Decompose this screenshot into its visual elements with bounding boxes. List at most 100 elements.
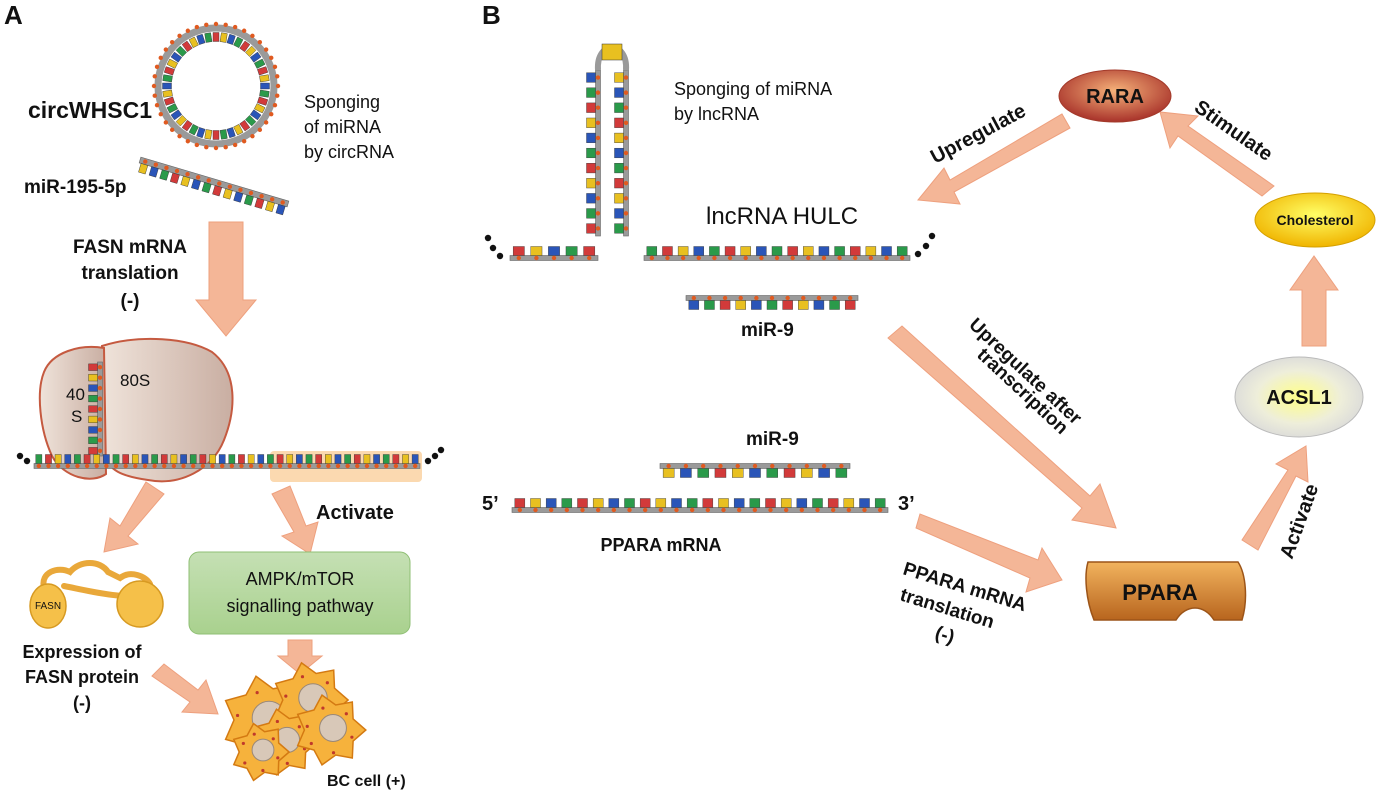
base xyxy=(54,454,62,464)
base xyxy=(141,454,149,464)
arrow-to-bc-from-fasn xyxy=(151,663,219,715)
base xyxy=(844,300,856,310)
phosphate xyxy=(162,463,167,469)
phosphate xyxy=(195,175,201,180)
base xyxy=(88,447,98,455)
phosphate xyxy=(97,375,103,380)
base xyxy=(88,395,98,403)
phosphate xyxy=(815,507,820,513)
phosphate xyxy=(412,463,418,469)
base xyxy=(238,454,245,464)
phosphate xyxy=(705,507,711,513)
base xyxy=(614,102,624,113)
bc-cell-granule xyxy=(350,735,354,739)
ring-base xyxy=(226,127,236,139)
phosphate xyxy=(785,295,790,301)
ring-phosphate xyxy=(223,145,228,150)
phosphate xyxy=(738,295,743,301)
circrna-label: circWHSC1 xyxy=(28,97,152,123)
phosphate xyxy=(142,463,148,469)
base xyxy=(680,468,692,478)
bc-cell-granule xyxy=(235,713,240,718)
cholesterol-label: Cholesterol xyxy=(1276,212,1353,228)
base xyxy=(782,300,793,310)
ring-base xyxy=(239,40,251,53)
base xyxy=(344,454,351,464)
bc-cell-cluster xyxy=(224,661,367,782)
ppara-mrna-label: PPARA mRNA xyxy=(600,535,721,555)
bc-cell-granule xyxy=(252,732,256,736)
phosphate xyxy=(595,211,601,216)
phosphate xyxy=(517,507,523,513)
phosphate xyxy=(533,507,538,513)
ring-base xyxy=(188,36,199,48)
ppara-mrna-strand xyxy=(511,498,889,513)
base xyxy=(577,498,588,508)
base xyxy=(614,193,624,204)
bc-cell-granule xyxy=(285,761,289,765)
ring-base xyxy=(162,82,172,90)
phosphate xyxy=(268,463,273,469)
ring-base xyxy=(212,130,220,140)
phosphate xyxy=(769,295,775,301)
base xyxy=(732,468,744,478)
phosphate xyxy=(649,255,655,261)
base xyxy=(714,468,727,478)
base xyxy=(373,454,380,464)
base xyxy=(275,204,286,216)
base xyxy=(850,246,861,256)
base xyxy=(180,175,191,187)
panel-a-letter: A xyxy=(4,0,23,30)
phosphate xyxy=(611,507,617,513)
ring-phosphate xyxy=(204,145,209,150)
base xyxy=(189,454,197,464)
lncrna-label: lncRNA HULC xyxy=(706,203,858,230)
phosphate xyxy=(683,463,689,469)
phosphate xyxy=(258,463,263,469)
phosphate xyxy=(837,255,842,261)
phosphate xyxy=(821,463,827,469)
phosphate xyxy=(623,120,629,126)
base xyxy=(803,246,814,256)
lncrna-hairpin xyxy=(586,43,630,237)
phosphate xyxy=(210,463,215,469)
phosphate xyxy=(227,184,233,189)
cholesterol-node xyxy=(1254,192,1376,248)
arrow-stimulate xyxy=(1159,111,1275,197)
base xyxy=(697,468,709,478)
ring-base xyxy=(163,66,175,76)
ring-base xyxy=(175,115,187,127)
base xyxy=(74,454,81,464)
phosphate xyxy=(97,448,103,453)
phosphate xyxy=(718,463,723,469)
bc-cell-granule xyxy=(309,741,313,746)
ring-base xyxy=(204,32,213,43)
ring-base xyxy=(162,74,173,83)
phosphate xyxy=(623,90,629,95)
bc-cell-granule xyxy=(331,751,336,755)
activate-label-a: Activate xyxy=(316,502,394,524)
phosphate xyxy=(868,255,874,261)
phosphate xyxy=(899,255,905,261)
bc-cell-granule xyxy=(271,737,275,741)
base xyxy=(305,454,313,464)
ring-base xyxy=(245,115,257,127)
phosphate xyxy=(393,463,399,469)
phosphate xyxy=(743,255,748,261)
ring-base xyxy=(175,45,187,57)
base xyxy=(798,300,809,310)
arrow-to-pathway xyxy=(271,485,319,555)
ring-base xyxy=(259,89,270,98)
base xyxy=(247,454,255,464)
sponging-circrna-line3: by circRNA xyxy=(304,142,394,162)
base xyxy=(709,246,720,256)
base xyxy=(827,498,839,508)
base xyxy=(688,300,700,310)
phosphate xyxy=(97,427,103,433)
backbone xyxy=(511,507,889,513)
ring-phosphate xyxy=(263,47,269,52)
fasn-translation-line3: (-) xyxy=(121,291,140,312)
base xyxy=(874,498,886,508)
phosphate xyxy=(564,507,570,513)
phosphate xyxy=(759,255,764,261)
